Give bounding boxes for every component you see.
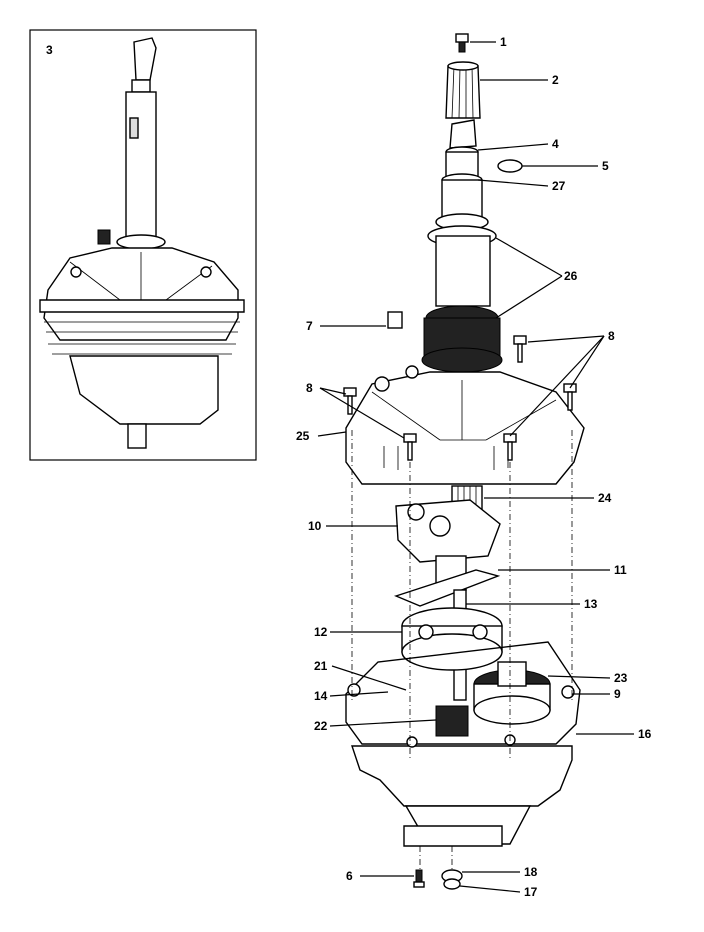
leader-lines <box>317 41 634 893</box>
callout-9: 9 <box>614 687 621 701</box>
part-26-seals <box>421 305 503 373</box>
callout-22: 22 <box>314 719 328 733</box>
part-25-upper-housing <box>345 365 585 485</box>
callout-7: 7 <box>306 319 313 333</box>
callout-6: 6 <box>346 869 353 883</box>
callout-labels: 1 2 4 5 27 26 7 8 8 25 24 10 11 13 12 21… <box>296 35 652 899</box>
part-23-gear <box>473 661 551 725</box>
callout-18: 18 <box>524 865 538 879</box>
main-assembly <box>343 33 585 890</box>
callout-26: 26 <box>564 269 578 283</box>
part-7-plug <box>387 311 403 329</box>
part-8-bolts <box>343 335 577 461</box>
callout-27: 27 <box>552 179 566 193</box>
callout-5: 5 <box>602 159 609 173</box>
callout-16: 16 <box>638 727 652 741</box>
callout-21: 21 <box>314 659 328 673</box>
part-5-washer <box>497 159 523 173</box>
part-22-gear <box>435 705 469 737</box>
part-17-seal <box>443 878 461 890</box>
callout-2: 2 <box>552 73 559 87</box>
part-16-lower-housing <box>345 641 581 847</box>
callout-10: 10 <box>308 519 322 533</box>
callout-13: 13 <box>584 597 598 611</box>
part-12-drive-gear <box>401 607 503 671</box>
part-1-screw <box>455 33 469 53</box>
alignment-lines <box>351 430 573 880</box>
callout-12: 12 <box>314 625 328 639</box>
callout-24: 24 <box>598 491 612 505</box>
callout-23: 23 <box>614 671 628 685</box>
inset-label: 3 <box>46 43 53 57</box>
callout-8-right: 8 <box>608 329 615 343</box>
inset-assembly-view: 3 <box>29 29 257 461</box>
part-2-splined-sleeve <box>445 61 481 119</box>
part-13-plate <box>393 569 501 607</box>
callout-1: 1 <box>500 35 507 49</box>
agitator-shaft <box>427 119 497 307</box>
callout-25: 25 <box>296 429 310 443</box>
callout-4: 4 <box>552 137 559 151</box>
part-10-cam <box>395 499 501 563</box>
callout-14: 14 <box>314 689 328 703</box>
part-6-screw <box>413 869 425 888</box>
callout-8-left: 8 <box>306 381 313 395</box>
callout-17: 17 <box>524 885 538 899</box>
callout-11: 11 <box>614 563 627 577</box>
